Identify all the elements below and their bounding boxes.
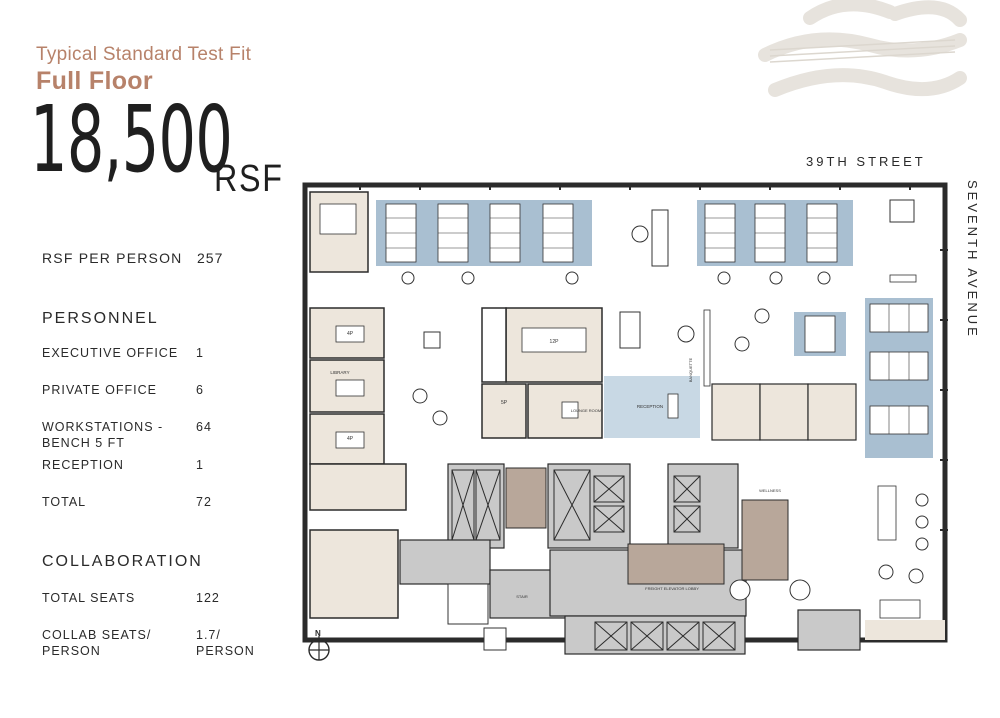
collaboration-row-value: 122	[196, 591, 220, 605]
personnel-total-value: 72	[196, 495, 212, 509]
plan-title: Full Floor	[36, 67, 153, 95]
conference-room-5p	[481, 383, 527, 439]
area-number: 18,500	[30, 86, 233, 193]
private-office	[759, 383, 809, 441]
brand-logo-icon	[758, 0, 967, 97]
east-avenue-label: SEVENTH AVENUE	[965, 180, 980, 339]
private-office	[711, 383, 761, 441]
floor-plan: 12P 4P LIBRARY 4P 5P LOUNGE ROOM RECEPTI…	[302, 182, 948, 655]
personnel-row-value: 6	[196, 383, 204, 397]
label-5p: 5P	[501, 400, 508, 406]
personnel-row-label: WORKSTATIONS - BENCH 5 FT	[42, 420, 164, 450]
private-office	[807, 383, 857, 441]
label-12p: 12P	[550, 339, 560, 345]
rsf-per-person-value: 257	[197, 250, 224, 266]
area-unit: RSF	[214, 158, 284, 200]
window-mullions	[359, 183, 948, 531]
plan-subtitle: Typical Standard Test Fit	[36, 44, 252, 65]
reception-area	[604, 376, 700, 438]
north-street-label: 39TH STREET	[806, 154, 926, 169]
personnel-total-label: TOTAL	[42, 495, 87, 509]
private-office	[309, 529, 399, 619]
collaboration-row-label: COLLAB SEATS/ PERSON	[42, 628, 152, 658]
label-4p: 4P	[347, 331, 354, 337]
service-room	[797, 609, 861, 651]
personnel-row-value: 1	[196, 346, 204, 360]
restroom	[505, 467, 547, 529]
personnel-row-label: EXECUTIVE OFFICE	[42, 346, 179, 360]
rsf-per-person-label: RSF PER PERSON	[42, 250, 183, 266]
label-lounge: LOUNGE ROOM	[571, 408, 601, 413]
label-library: LIBRARY	[330, 370, 349, 375]
label-elevator-lobby: FREIGHT ELEVATOR LOBBY	[645, 586, 699, 591]
compass-north-label: N	[315, 629, 321, 638]
personnel-heading: PERSONNEL	[42, 310, 159, 327]
collaboration-row-value: 1.7/ PERSON	[196, 628, 255, 658]
collaboration-row-label: TOTAL SEATS	[42, 591, 136, 605]
personnel-row-value: 64	[196, 420, 212, 434]
north-arrow-icon	[308, 636, 330, 661]
restroom	[627, 543, 725, 585]
private-office	[309, 463, 407, 511]
collaboration-heading: COLLABORATION	[42, 553, 203, 570]
personnel-row-label: RECEPTION	[42, 458, 124, 472]
label-stair: STAIR	[516, 594, 528, 599]
restroom	[741, 499, 789, 581]
label-reception: RECEPTION	[637, 404, 663, 409]
label-4p: 4P	[347, 436, 354, 442]
label-wellness: WELLNESS	[759, 488, 781, 493]
label-banquette: BANQUETTE	[688, 357, 693, 382]
personnel-row-value: 1	[196, 458, 204, 472]
core-corridor	[399, 539, 491, 585]
personnel-row-label: PRIVATE OFFICE	[42, 383, 157, 397]
